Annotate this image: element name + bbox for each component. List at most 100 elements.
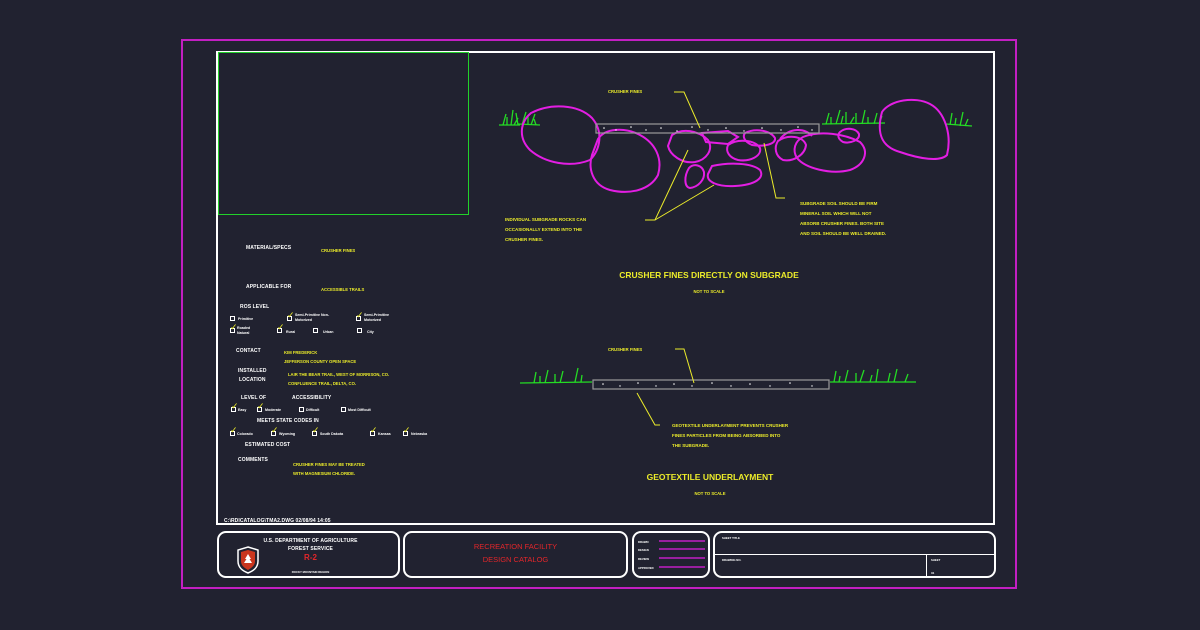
- sheet-no-label: SHEET: [931, 558, 941, 562]
- file-path: C:\RDICATALOG\TMA2.DWG 02/08/94 14:05: [224, 518, 331, 524]
- state-nebraska-label: Nebraska: [411, 432, 428, 436]
- state-colorado-label: Colorado: [237, 432, 253, 436]
- ros-urban-label: Urban: [323, 330, 334, 334]
- detail1-rocks: [520, 98, 950, 193]
- state-south-dakota-label: South Dakota: [320, 432, 344, 436]
- ros-primitive-checkbox[interactable]: [230, 316, 235, 321]
- state-codes-label: MEETS STATE CODES IN: [257, 418, 319, 424]
- sheet-info-block: SHEET TITLE DRAWING NO. SHEET 31: [713, 531, 996, 578]
- agency-line-2: FOREST SERVICE: [288, 546, 333, 552]
- ros-urban-checkbox[interactable]: [313, 328, 318, 333]
- detail2-callout-top: CRUSHER FINES: [608, 347, 643, 352]
- check-icon: ✓: [257, 401, 265, 411]
- contact-label: CONTACT: [236, 348, 261, 354]
- installed-location-value: LAIR THE BEAR TRAIL, WEST OF MORRISON, C…: [288, 372, 390, 386]
- check-icon: ✓: [271, 425, 279, 435]
- check-icon: ✓: [230, 322, 238, 332]
- sheet-no-value: 31: [931, 571, 935, 575]
- check-icon: ✓: [403, 425, 411, 435]
- ros-city-label: City: [367, 330, 374, 334]
- comments-value: CRUSHER FINES MAY BE TREATED WITH MAGNES…: [293, 462, 365, 476]
- applicable-label: APPLICABLE FOR: [246, 284, 292, 290]
- check-icon: ✓: [370, 425, 378, 435]
- detail2-grass: [519, 367, 916, 384]
- difficulty-most-difficult-label: Most Difficult: [348, 408, 371, 412]
- state-colorado-checkbox[interactable]: ✓: [230, 426, 238, 436]
- detail1-crusher-fines-layer: [595, 123, 820, 134]
- ros-semi-primitive-nonmotorized-label: Semi-Primitive Non-Motorized: [295, 313, 330, 322]
- ros-rural-label: Rural: [286, 330, 296, 334]
- check-icon: ✓: [231, 401, 239, 411]
- revision-block: DRAWN DESIGN REVIEW APPROVED: [632, 531, 710, 578]
- check-icon: ✓: [277, 322, 285, 332]
- detail2-leaders: [636, 348, 695, 426]
- difficulty-easy-checkbox[interactable]: ✓: [231, 402, 239, 412]
- sheet-title-label: SHEET TITLE: [722, 536, 740, 540]
- drawing-no-label: DRAWING NO.: [722, 558, 742, 562]
- detail2-scale: NOT TO SCALE: [694, 491, 726, 496]
- difficulty-most-difficult-checkbox[interactable]: [341, 407, 346, 412]
- ros-semi-primitive-motorized-checkbox[interactable]: ✓: [356, 311, 364, 321]
- drawing-frame: [216, 51, 995, 525]
- ros-semi-primitive-motorized-label: Semi-Primitive Motorized: [364, 313, 389, 322]
- detail2-crusher-fines-layer: [592, 379, 830, 390]
- detail1-aggregate-dots: [603, 126, 813, 132]
- difficulty-moderate-label: Moderate: [265, 408, 281, 412]
- detail1-callout-left: INDIVIDUAL SUBGRADE ROCKS CAN OCCASIONAL…: [505, 217, 587, 242]
- difficulty-difficult-label: Difficult: [306, 408, 320, 412]
- ros-semi-primitive-nonmotorized-checkbox[interactable]: ✓: [287, 311, 295, 321]
- state-kansas-checkbox[interactable]: ✓: [370, 426, 378, 436]
- detail1-title: CRUSHER FINES DIRECTLY ON SUBGRADE: [619, 270, 799, 280]
- state-nebraska-checkbox[interactable]: ✓: [403, 426, 411, 436]
- difficulty-moderate-checkbox[interactable]: ✓: [257, 402, 265, 412]
- state-wyoming-checkbox[interactable]: ✓: [271, 426, 279, 436]
- state-kansas-label: Kansas: [378, 432, 391, 436]
- installed-location-label: INSTALLED LOCATION: [238, 368, 267, 383]
- check-icon: ✓: [230, 425, 238, 435]
- catalog-block: RECREATION FACILITY DESIGN CATALOG: [403, 531, 628, 578]
- ros-roaded-natural-label: Roaded Natural: [237, 326, 251, 335]
- region-code: R-2: [304, 553, 317, 562]
- difficulty-easy-label: Easy: [238, 408, 247, 412]
- check-icon: ✓: [312, 425, 320, 435]
- detail2-title: GEOTEXTILE UNDERLAYMENT: [646, 472, 774, 482]
- catalog-title-line-1: RECREATION FACILITY: [473, 542, 558, 551]
- sheet-border: [181, 39, 1017, 589]
- material-value: CRUSHER FINES: [321, 248, 356, 253]
- sheet-info-divider: [715, 554, 994, 555]
- ros-city-checkbox[interactable]: [357, 328, 362, 333]
- ros-primitive-label: Primitive: [238, 317, 254, 321]
- sheet-info-vdivider: [926, 554, 927, 576]
- agency-block: U.S. DEPARTMENT OF AGRICULTURE FOREST SE…: [217, 531, 400, 578]
- difficulty-difficult-checkbox[interactable]: [299, 407, 304, 412]
- rev-row-design: DESIGN: [638, 548, 649, 552]
- ros-level-label: ROS LEVEL: [240, 304, 270, 310]
- detail1-callout-top: CRUSHER FINES: [608, 89, 643, 94]
- state-wyoming-label: Wyoming: [279, 432, 296, 436]
- estimated-cost-label: ESTIMATED COST: [245, 442, 291, 448]
- region-name: ROCKY MOUNTAIN REGION: [291, 570, 330, 574]
- ros-rural-checkbox[interactable]: ✓: [277, 323, 285, 333]
- comments-label: COMMENTS: [238, 457, 268, 463]
- rev-row-drawn: DRAWN: [638, 540, 649, 544]
- applicable-value: ACCESSIBLE TRAILS: [321, 287, 365, 292]
- state-south-dakota-checkbox[interactable]: ✓: [312, 426, 320, 436]
- detail1-leaders: [645, 91, 785, 221]
- ros-roaded-natural-checkbox[interactable]: ✓: [230, 323, 238, 333]
- detail2-aggregate-dots: [602, 382, 813, 387]
- detail2-callout: GEOTEXTILE UNDERLAYMENT PREVENTS CRUSHER…: [672, 423, 789, 448]
- usfs-shield-icon: [236, 546, 260, 574]
- rev-row-review: REVIEW: [638, 557, 650, 561]
- contact-value: KIM FREDERICK JEFFERSON COUNTY OPEN SPAC…: [284, 350, 357, 364]
- detail1-grass: [499, 109, 973, 127]
- photo-placeholder-box: [218, 52, 469, 215]
- detail1-callout-right: SUBGRADE SOIL SHOULD BE FIRM MINERAL SOI…: [800, 201, 887, 236]
- catalog-title-line-2: DESIGN CATALOG: [482, 555, 549, 564]
- check-icon: ✓: [356, 310, 364, 320]
- check-icon: ✓: [287, 310, 295, 320]
- detail1-scale: NOT TO SCALE: [693, 289, 725, 294]
- rev-row-approved: APPROVED: [638, 566, 654, 570]
- agency-line-1: U.S. DEPARTMENT OF AGRICULTURE: [263, 538, 358, 544]
- material-label: MATERIAL/SPECS: [246, 245, 292, 251]
